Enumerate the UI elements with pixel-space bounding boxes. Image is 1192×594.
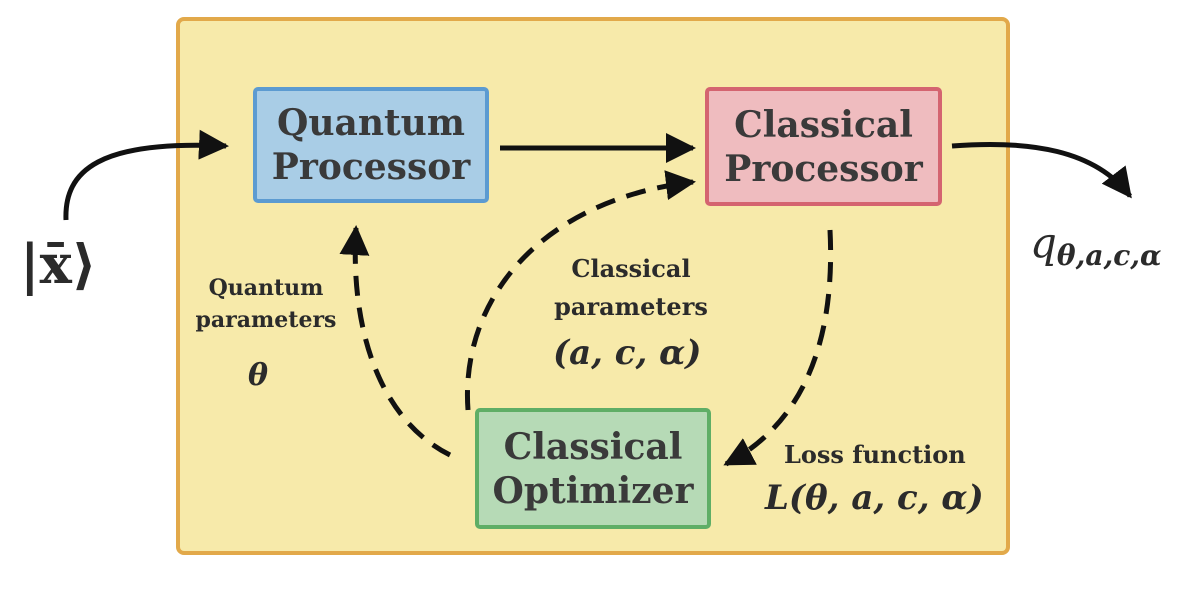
classical-processor-box [705,87,942,206]
input-state: |x̄⟩ [20,232,97,296]
output-symbol: qθ,a,c,α [1030,218,1162,272]
classical-parameters-line1: Classical [571,254,691,283]
quantum-parameters-symbol: θ [248,358,269,393]
loss-function-formula: L(θ, a, c, α) [765,478,984,518]
quantum-processor-label: Quantum Processor [255,89,487,201]
classical-optimizer-line1: Classical [503,425,683,468]
output-arrow [951,141,1132,199]
classical-optimizer-box [475,408,711,529]
classical-processor-label: Classical Processor [707,89,940,204]
loss-function-label: Loss function [784,440,966,469]
classical-parameters-label: Classical parameters [536,250,726,326]
classical-optimizer-line2: Optimizer [492,469,694,512]
quantum-parameters-label: Quantum parameters [186,272,346,336]
quantum-parameters-line1: Quantum [208,275,324,301]
classical-parameters-symbol: (a, c, α) [553,333,702,373]
loss-feedback-arrow [723,229,834,467]
quantum-processor-box [253,87,489,203]
classical-optimizer-label: Classical Optimizer [477,410,709,527]
quantum-processor-line1: Quantum [277,102,465,144]
classical-processor-line2: Processor [724,147,923,190]
quantum-parameters-line2: parameters [195,307,337,333]
classical-parameters-line2: parameters [554,292,708,321]
input-arrow [63,129,229,221]
output-symbol-subscript: θ,a,c,α [1056,239,1162,272]
classical-processor-line1: Classical [734,103,913,146]
output-symbol-base: q [1030,218,1057,267]
quantum-processor-line2: Processor [271,146,471,188]
classical-parameters-arrow [464,170,696,411]
